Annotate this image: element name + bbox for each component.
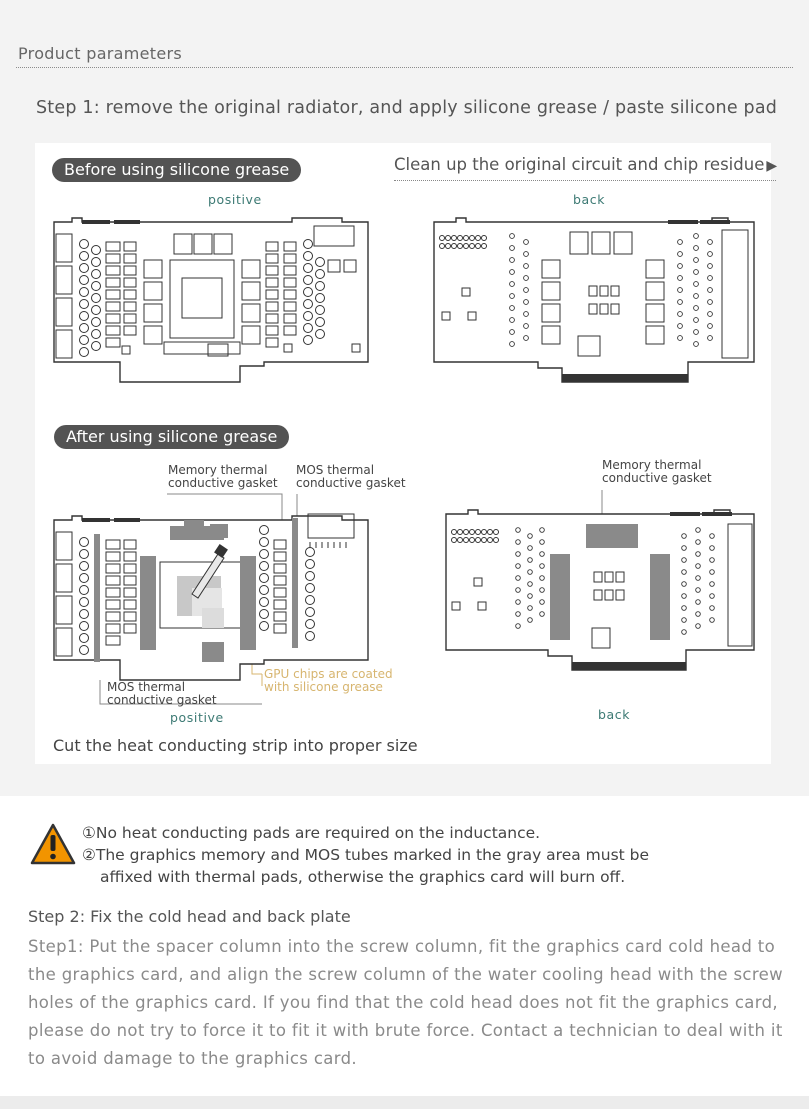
mos-gasket-bottom-line1: MOS thermal [107, 680, 186, 694]
back-label: back [573, 192, 606, 207]
memory-gasket-line2: conductive gasket [168, 476, 278, 490]
footer-strip [0, 1096, 809, 1109]
step1-title: Step 1: remove the original radiator, an… [36, 98, 778, 118]
warning-line-2: ②The graphics memory and MOS tubes marke… [82, 846, 650, 864]
section-header-title: Product parameters [18, 44, 183, 63]
mos-gasket-line1: MOS thermal [296, 463, 375, 477]
warning-line-3: affixed with thermal pads, otherwise the… [100, 868, 626, 886]
warning-triangle-icon [30, 823, 76, 865]
mos-gasket-line2: conductive gasket [296, 476, 406, 490]
after-back-label: back [598, 707, 631, 722]
gpu-coated-line1: GPU chips are coated [264, 667, 393, 681]
warning-line-1: ①No heat conducting pads are required on… [82, 824, 541, 842]
back-memory-gasket-line2: conductive gasket [602, 471, 712, 485]
board-front-before [53, 217, 369, 383]
step2-title: Step 2: Fix the cold head and back plate [28, 907, 351, 926]
right-arrow-icon: ▶ [766, 158, 778, 174]
memory-gasket-line1: Memory thermal [168, 463, 268, 477]
back-memory-gasket-line1: Memory thermal [602, 458, 702, 472]
warning-notes: ①No heat conducting pads are required on… [82, 822, 649, 888]
clean-up-caption: Clean up the original circuit and chip r… [394, 155, 777, 174]
gpu-coated-line2: with silicone grease [264, 680, 383, 694]
after-positive-label: positive [170, 710, 224, 725]
mos-gasket-bottom-line2: conductive gasket [107, 693, 217, 707]
positive-label: positive [208, 192, 262, 207]
clean-up-underline [394, 180, 776, 181]
step2-body: Step1: Put the spacer column into the sc… [28, 937, 783, 1068]
board-back-before [433, 217, 755, 383]
board-back-after [445, 490, 755, 671]
header-divider [16, 67, 793, 68]
notes-section [0, 796, 809, 1096]
clean-up-text: Clean up the original circuit and chip r… [394, 155, 765, 174]
cut-strip-caption: Cut the heat conducting strip into prope… [53, 736, 418, 755]
board-front-after [53, 493, 369, 705]
after-pill: After using silicone grease [54, 425, 290, 449]
before-pill: Before using silicone grease [52, 158, 302, 182]
